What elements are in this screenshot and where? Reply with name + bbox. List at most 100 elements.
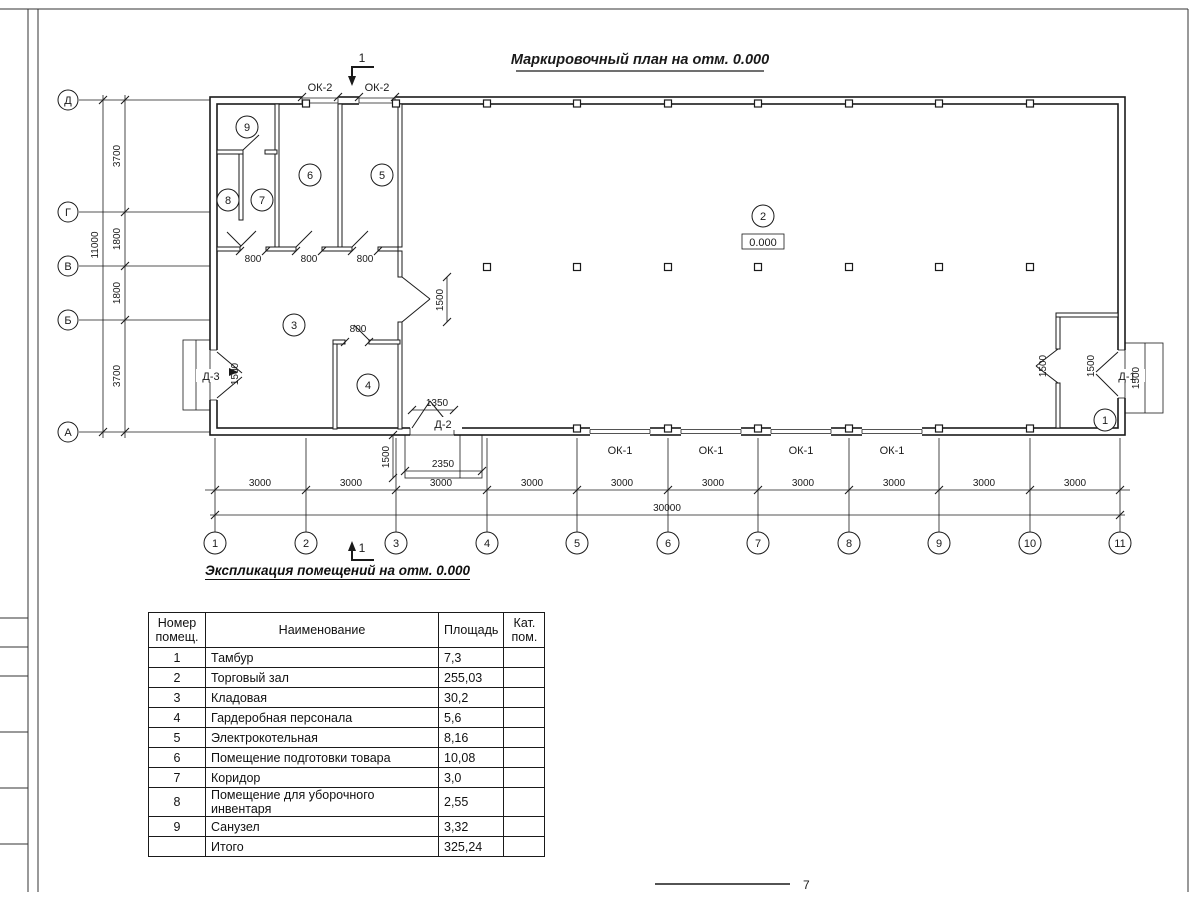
room-area: 8,16 — [437, 727, 505, 748]
col-header-area: Площадь — [437, 612, 505, 648]
table-row: 2 Торговый зал 255,03 — [148, 667, 546, 688]
room-area: 2,55 — [437, 787, 505, 817]
section-mark-top: 1 — [348, 51, 374, 86]
room-category — [503, 727, 546, 748]
window-label-ok1: ОК-1 — [608, 445, 633, 457]
axis-label: 2 — [303, 538, 309, 550]
dim-label: 1800 — [112, 227, 123, 250]
axis-label: 11 — [1114, 538, 1125, 550]
room-name: Электрокотельная — [205, 727, 439, 748]
room-area: 30,2 — [437, 687, 505, 708]
room-area: 7,3 — [437, 647, 505, 668]
dim-label: 1500 — [381, 445, 392, 468]
room-area: 255,03 — [437, 667, 505, 688]
room-name: Торговый зал — [205, 667, 439, 688]
dim-label: 3700 — [112, 144, 123, 167]
room-num: 2 — [148, 667, 206, 688]
dim-label: 3000 — [1064, 478, 1087, 489]
room-name: Кладовая — [205, 687, 439, 708]
table-row: 3 Кладовая 30,2 — [148, 687, 546, 708]
dim-label: 3000 — [340, 478, 363, 489]
sheet-frame: 7 — [0, 8, 1189, 892]
dim-total-label: 30000 — [653, 503, 681, 514]
dim-label: 3000 — [792, 478, 815, 489]
room-num: 4 — [148, 707, 206, 728]
room-category — [503, 647, 546, 668]
table-row: 5 Электрокотельная 8,16 — [148, 727, 546, 748]
room-number: 8 — [225, 195, 231, 207]
room-number: 4 — [365, 380, 371, 392]
room-number: 2 — [760, 211, 766, 223]
section-number: 1 — [359, 541, 366, 555]
doors — [182, 339, 1164, 479]
room-number: 6 — [307, 170, 313, 182]
door-label-d1: Д-1 — [1118, 371, 1135, 383]
dim-label: 1500 — [1086, 354, 1097, 377]
room-category — [503, 767, 546, 788]
room-number: 7 — [259, 195, 265, 207]
room-num: 1 — [148, 647, 206, 668]
interior-partitions — [216, 103, 1119, 430]
axis-label: 10 — [1024, 538, 1036, 550]
plan-title: Маркировочный план на отм. 0.000 — [511, 52, 769, 72]
dim-label: 3000 — [973, 478, 996, 489]
room-name: Помещение подготовки товара — [205, 747, 439, 768]
room-num: 9 — [148, 816, 206, 837]
room-number: 5 — [379, 170, 385, 182]
dim-label: 800 — [357, 254, 374, 265]
axis-label: А — [64, 427, 72, 439]
window-label-ok1: ОК-1 — [880, 445, 905, 457]
room-area: 3,32 — [437, 816, 505, 837]
col-header-name: Наименование — [205, 612, 439, 648]
room-category — [503, 707, 546, 728]
windows — [297, 92, 923, 436]
room-num: 7 — [148, 767, 206, 788]
axis-label: 6 — [665, 538, 671, 550]
axis-label: Д — [64, 95, 72, 107]
dimensions-bottom: 3000 3000 3000 3000 3000 3000 3000 3000 … — [205, 438, 1130, 532]
axis-label: 5 — [574, 538, 580, 550]
schedule-title: Экспликация помещений на отм. 0.000 — [205, 563, 471, 580]
elevation-value: 0.000 — [749, 237, 777, 249]
axis-label: 7 — [755, 538, 761, 550]
col-header-number: Номер помещ. — [148, 612, 206, 648]
dim-label: 1500 — [1038, 354, 1049, 377]
room-markers: 9 6 5 8 7 3 4 2 1 — [216, 115, 1117, 432]
structural-columns — [301, 99, 1035, 433]
dim-label: 2350 — [432, 459, 455, 470]
axis-circles-left: Д Г В Б А — [57, 89, 79, 443]
elevation-mark: 0.000 — [741, 233, 785, 250]
room-num — [148, 836, 206, 857]
dim-label: 800 — [301, 254, 318, 265]
dim-label: 3000 — [430, 478, 453, 489]
room-name: Помещение для уборочного инвентаря — [205, 787, 439, 817]
room-name: Коридор — [205, 767, 439, 788]
dim-label: 3000 — [883, 478, 906, 489]
total-area: 325,24 — [437, 836, 505, 857]
door-label-d2: Д-2 — [434, 419, 451, 431]
window-label-ok1: ОК-1 — [699, 445, 724, 457]
section-number: 1 — [359, 51, 366, 65]
room-category — [503, 787, 546, 817]
dim-label: 3000 — [702, 478, 725, 489]
dim-label: 800 — [245, 254, 262, 265]
room-num: 8 — [148, 787, 206, 817]
dim-label: 1500 — [1131, 366, 1142, 389]
axis-label: 8 — [846, 538, 852, 550]
room-name: Гардеробная персонала — [205, 707, 439, 728]
table-row: 4 Гардеробная персонала 5,6 — [148, 707, 546, 728]
room-area: 5,6 — [437, 707, 505, 728]
dim-label: 1500 — [230, 362, 241, 385]
sheet-page-number: 7 — [803, 878, 810, 892]
window-label-ok2: ОК-2 — [308, 82, 333, 94]
window-label-ok1: ОК-1 — [789, 445, 814, 457]
dim-label: 1500 — [435, 288, 446, 311]
axis-label: Б — [64, 315, 71, 327]
room-schedule-table: Номер помещ. Наименование Площадь Кат. п… — [148, 612, 546, 857]
plan-title-text: Маркировочный план на отм. 0.000 — [511, 52, 769, 68]
dim-label: 3700 — [112, 364, 123, 387]
room-num: 6 — [148, 747, 206, 768]
room-category — [503, 687, 546, 708]
section-mark-bottom: 1 — [348, 541, 374, 561]
axis-label: 9 — [936, 538, 942, 550]
